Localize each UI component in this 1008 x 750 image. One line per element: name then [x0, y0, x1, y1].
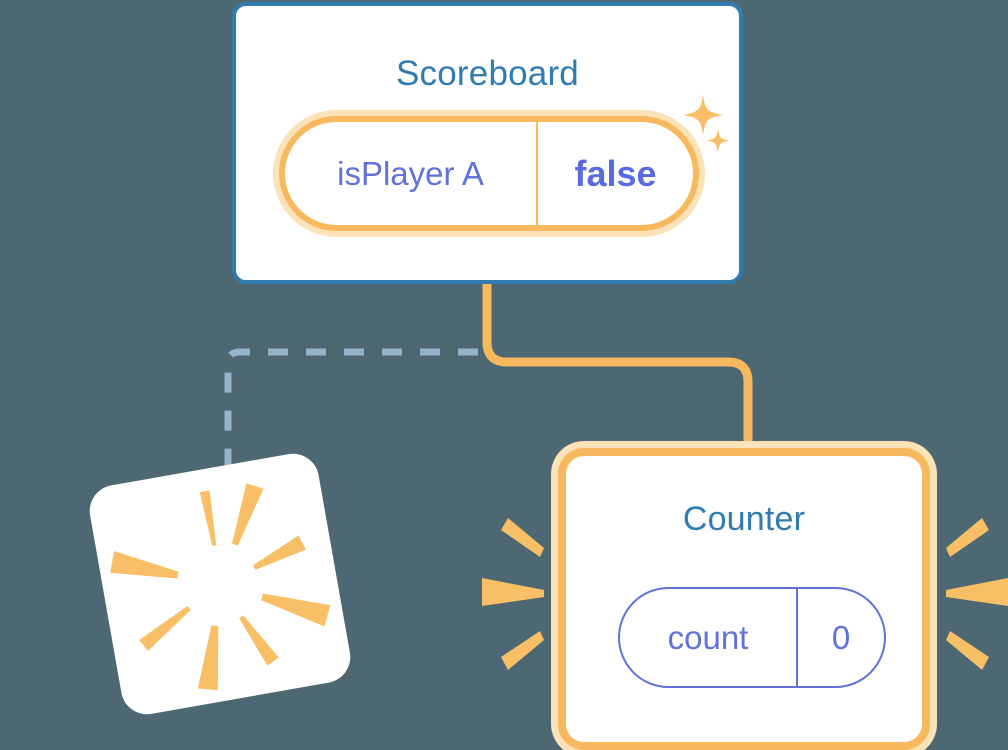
counter-state-pill[interactable]: count 0 — [618, 587, 886, 688]
counter-state-key: count — [620, 589, 798, 686]
counter-title: Counter — [682, 500, 806, 538]
counter-state-value: 0 — [831, 618, 851, 656]
scoreboard-state-key: isPlayer A — [285, 122, 538, 225]
scoreboard-card[interactable]: Scoreboard isPlayer A false — [232, 2, 743, 284]
burst-card[interactable] — [86, 450, 354, 718]
scoreboard-title: Scoreboard — [396, 54, 579, 93]
scoreboard-state-pill[interactable]: isPlayer A false — [279, 116, 699, 231]
burst-rays — [110, 483, 331, 691]
solid-connector-to-counter — [482, 283, 753, 462]
burst-card-surface — [89, 453, 351, 715]
counter-card[interactable]: Counter count 0 — [558, 448, 930, 750]
dashed-connector-to-burst-card — [224, 348, 478, 478]
scoreboard-state-value: false — [574, 152, 657, 194]
